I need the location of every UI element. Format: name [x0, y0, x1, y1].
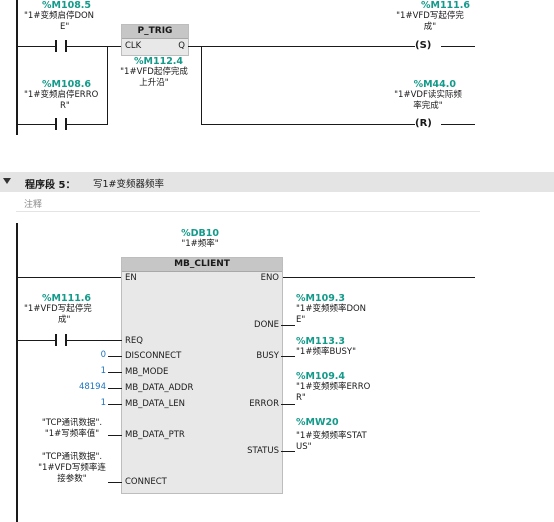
ptrig-title: P_TRIG	[122, 25, 188, 39]
pin-error: ERROR	[249, 399, 279, 409]
network-number: 程序段 5：	[25, 180, 76, 191]
mb-data-addr-value[interactable]: 48194	[78, 382, 106, 392]
pin-mb-data-addr: MB_DATA_ADDR	[125, 383, 194, 393]
set-coil-symbol-2: 成"	[423, 22, 437, 32]
req-contact-address[interactable]: %M111.6	[42, 293, 92, 304]
ptrig-clk-pin: CLK	[125, 41, 142, 51]
error-symbol: "1#变频频率ERRO	[296, 382, 371, 392]
mb-data-ptr-value[interactable]: "TCP通讯数据".	[41, 418, 103, 428]
instance-db-address[interactable]: %DB10	[181, 228, 219, 239]
ptrig-address[interactable]: %M112.4	[134, 56, 184, 67]
contact2-symbol: "1#变频启停ERRO	[24, 90, 99, 100]
mb-data-len-value[interactable]: 1	[100, 398, 106, 408]
pin-mb-data-ptr: MB_DATA_PTR	[125, 430, 185, 440]
reset-coil-symbol-2: 率完成"	[413, 101, 443, 111]
set-coil[interactable]: (S)	[415, 40, 432, 51]
ptrig-symbol-2: 上升沿"	[139, 78, 169, 88]
status-address[interactable]: %MW20	[296, 417, 339, 428]
contact2-symbol-2: R"	[60, 101, 70, 111]
done-symbol: "1#变频频率DON	[296, 304, 367, 314]
network-title[interactable]: 写1#变频器频率	[93, 179, 165, 190]
req-contact-symbol-2: 成"	[58, 315, 71, 325]
pin-connect: CONNECT	[125, 477, 167, 487]
mb-mode-value[interactable]: 1	[100, 366, 106, 376]
ptrig-q-pin: Q	[178, 41, 185, 51]
power-rail-n5	[16, 223, 18, 522]
pin-eno: ENO	[260, 273, 279, 283]
pin-done: DONE	[254, 320, 279, 330]
ptrig-block[interactable]: P_TRIG CLK Q	[121, 24, 189, 56]
power-rail-n4	[16, 0, 18, 135]
reset-coil[interactable]: (R)	[415, 118, 432, 129]
error-symbol-2: R"	[296, 393, 306, 403]
collapse-triangle-icon[interactable]	[3, 178, 11, 184]
network-5-header[interactable]: 程序段 5： 写1#变频器频率	[0, 172, 554, 192]
set-coil-address[interactable]: %M111.6	[420, 0, 470, 11]
contact2-no-contact[interactable]	[55, 118, 67, 130]
pin-mb-mode: MB_MODE	[125, 367, 169, 377]
contact1-address[interactable]: %M108.5	[42, 0, 92, 11]
pin-disconnect: DISCONNECT	[125, 351, 182, 361]
connect-value-2: "1#VFD写频率连	[38, 463, 106, 473]
pin-busy: BUSY	[256, 351, 279, 361]
pin-status: STATUS	[247, 446, 279, 456]
req-no-contact[interactable]	[55, 334, 67, 346]
mb-data-ptr-value-2: "1#写频率值"	[44, 429, 100, 439]
connect-value[interactable]: "TCP通讯数据".	[41, 452, 103, 462]
network-comment-field[interactable]: 注释	[16, 193, 480, 212]
mb-client-block[interactable]: MB_CLIENT EN ENO REQ DISCONNECT MB_MODE …	[121, 257, 283, 494]
req-contact-symbol: "1#VFD写起停完	[24, 304, 92, 314]
ptrig-symbol: "1#VFD起停完成	[120, 67, 188, 77]
instance-db-symbol: "1#频率"	[181, 239, 219, 249]
busy-symbol: "1#频率BUSY"	[296, 347, 356, 357]
set-coil-symbol: "1#VFD写起停完	[396, 11, 464, 21]
error-address[interactable]: %M109.4	[296, 371, 346, 382]
done-address[interactable]: %M109.3	[296, 293, 346, 304]
reset-coil-symbol: "1#VDF读实际频	[394, 90, 462, 100]
contact1-no-contact[interactable]	[55, 40, 67, 52]
contact2-address[interactable]: %M108.6	[42, 79, 92, 90]
status-symbol: "1#变频频率STAT	[296, 431, 367, 441]
pin-en: EN	[125, 273, 137, 283]
contact1-symbol-2: E"	[60, 22, 70, 32]
pin-mb-data-len: MB_DATA_LEN	[125, 399, 186, 409]
contact1-symbol: "1#变频启停DON	[24, 11, 95, 21]
disconnect-value[interactable]: 0	[100, 350, 106, 360]
reset-coil-address[interactable]: %M44.0	[413, 79, 456, 90]
pin-req: REQ	[125, 336, 143, 346]
mb-client-title: MB_CLIENT	[122, 258, 282, 272]
done-symbol-2: E"	[296, 315, 306, 325]
connect-value-3: 接参数"	[57, 474, 87, 484]
busy-address[interactable]: %M113.3	[296, 336, 346, 347]
status-symbol-2: US"	[296, 442, 312, 452]
